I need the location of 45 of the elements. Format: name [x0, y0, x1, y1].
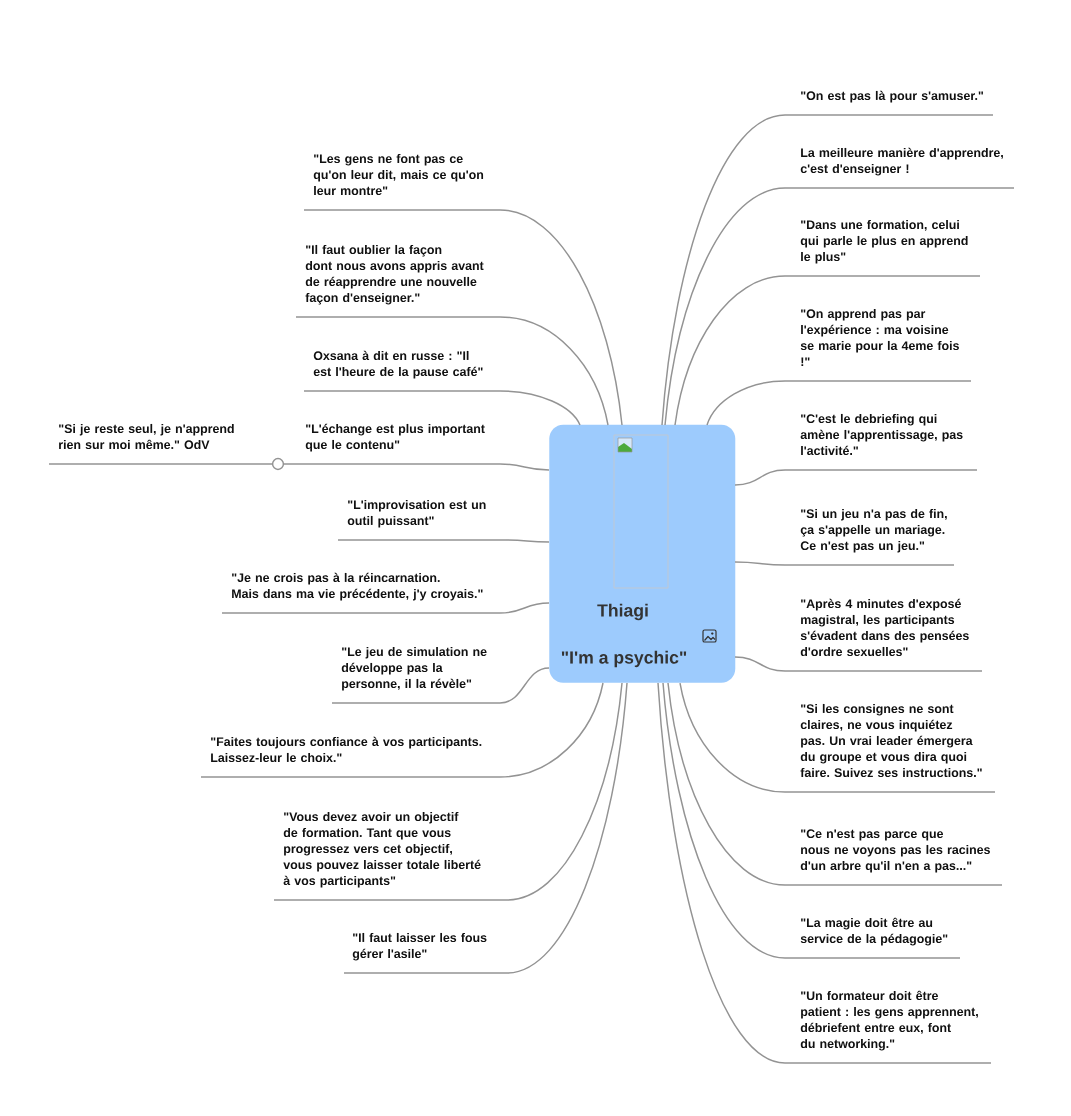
- branch-line: [664, 187, 786, 426]
- branch-line: [504, 539, 550, 543]
- topic: "Je ne crois pas à la réincarnation. Mais dans ma vie précédente, j'y croyais.": [221, 572, 501, 614]
- branch-line: [706, 380, 786, 426]
- topic: "Si un jeu n'a pas de fin, ça s'appelle un mariage. Ce n'est pas un jeu.": [784, 508, 955, 566]
- branch-line: [499, 667, 550, 704]
- topic: Oxsana à dit en russe : "Il est l'heure de la pause café": [303, 350, 501, 392]
- branch-line: [679, 682, 786, 793]
- topic: "Après 4 minutes d'exposé magistral, les participants s'évadent dans des pensées d'ordre sexuelles": [784, 598, 983, 672]
- topic: "Faites toujours confiance à vos participants. Laissez-leur le choix.": [200, 736, 501, 778]
- branch-line: [734, 561, 786, 566]
- branch-line: [499, 316, 609, 426]
- topic: "Il faut laisser les fous gérer l'asile": [343, 932, 508, 974]
- topic: "Le jeu de simulation ne développe pas la personne, il la révèle": [331, 646, 501, 704]
- branch-line: [506, 682, 623, 901]
- topic: "On apprend pas par l'expérience : ma voisine se marie pour la 4eme fois !": [784, 308, 972, 382]
- branch-line: [662, 682, 786, 959]
- branch-line: [239, 463, 273, 465]
- branch-line: [499, 209, 623, 426]
- branch-line: [506, 682, 628, 974]
- branch-line: [661, 114, 786, 426]
- topic: "Il faut oublier la façon dont nous avons appris avant de réapprendre une nouvelle façon d'enseigner.": [295, 244, 501, 318]
- topic: "La magie doit être au service de la pédagogie": [784, 917, 961, 959]
- topic: "Ce n'est pas parce que nous ne voyons pas les racines d'un arbre qu'il n'en a pas...": [784, 829, 1003, 886]
- topic: "Si les consignes ne sont claires, ne vous inquiétez pas. Un vrai leader émergera du groupe et vous dira quoi faire. Suivez ses instructions.": [784, 703, 996, 793]
- topic: "L'improvisation est un outil puissant": [337, 499, 506, 541]
- topic: "Vous devez avoir un objectif de formation. Tant que vous progressez vers cet objectif, vous pouvez laisser totale liberté à vos participants": [273, 811, 508, 901]
- topic: "On est pas là pour s'amuser.": [784, 90, 994, 116]
- branch-line: [734, 656, 786, 672]
- topic: "Les gens ne font pas ce qu'on leur dit, mais ce qu'on leur montre": [303, 153, 501, 211]
- topic: "L'échange est plus important que le contenu": [283, 423, 501, 465]
- topic: "Si je reste seul, je n'apprend rien sur moi même." OdV: [48, 423, 241, 465]
- topic: "Un formateur doit être patient : les gens apprennent, débriefent entre eux, font du networking.": [784, 990, 992, 1064]
- branch-line: [499, 602, 550, 614]
- branch-line: [499, 682, 604, 778]
- branch-line: [734, 469, 786, 486]
- central-topic: Thiagi "I'm a psychic": [549, 424, 736, 683]
- branch-line: [499, 390, 581, 426]
- branch-line: [674, 275, 786, 426]
- topic: La meilleure manière d'apprendre, c'est d'enseigner !: [784, 147, 1015, 189]
- topic: "C'est le debriefing qui amène l'apprentissage, pas l'activité.": [784, 413, 978, 471]
- branch-line: [667, 682, 786, 886]
- branch-line: [499, 463, 550, 471]
- branch-line: [657, 682, 786, 1064]
- topic: "Dans une formation, celui qui parle le plus en apprend le plus": [784, 219, 981, 277]
